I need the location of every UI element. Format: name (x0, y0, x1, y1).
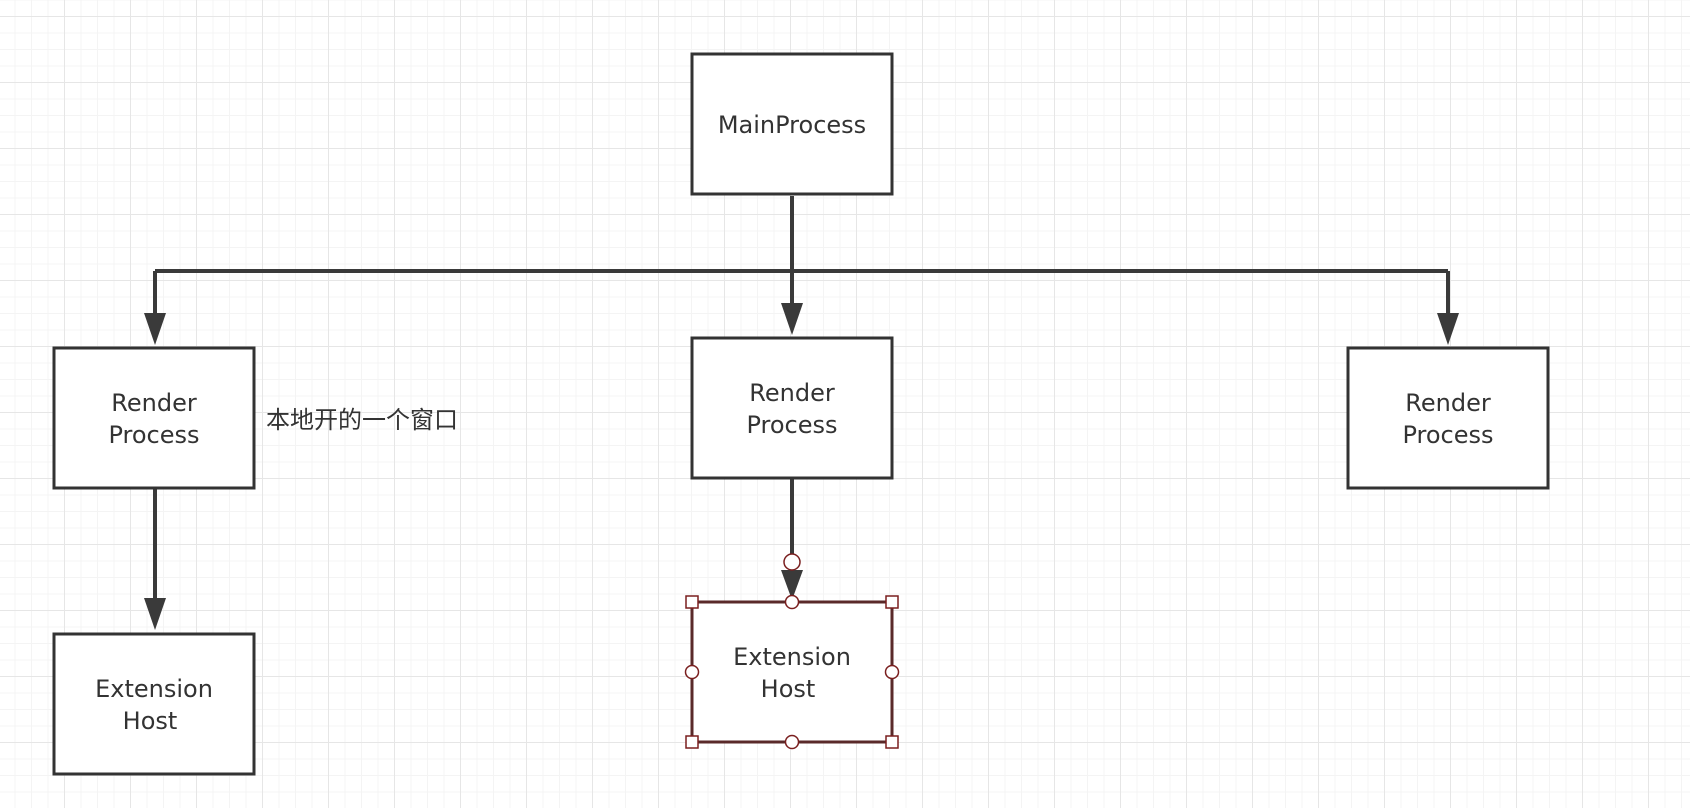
node-render-process-right-label-line2: Process (1402, 421, 1493, 449)
node-extension-host-left-label-line1: Extension (95, 675, 213, 703)
resize-handle-bottom-left[interactable] (685, 735, 699, 749)
arrowhead-render-right (1437, 313, 1459, 345)
annotation-local-window[interactable]: 本地开的一个窗口 (266, 406, 458, 434)
node-render-process-right[interactable]: Render Process (1346, 346, 1550, 490)
node-extension-host-center-label-line2: Host (761, 675, 816, 703)
arrowhead-ext-center (781, 570, 803, 600)
edge-endpoint-handle[interactable] (783, 553, 801, 571)
node-main-process[interactable]: MainProcess (690, 52, 894, 196)
selection-handles (684, 594, 900, 750)
node-render-process-right-label-line1: Render (1405, 389, 1491, 417)
arrowhead-render-left (144, 313, 166, 345)
node-render-process-left-label-line1: Render (111, 389, 197, 417)
node-extension-host-left-box[interactable] (52, 632, 256, 776)
node-extension-host-left[interactable]: Extension Host (52, 632, 256, 776)
node-extension-host-center-box[interactable] (690, 600, 894, 744)
anchor-handle-right[interactable] (884, 664, 900, 680)
node-extension-host-center-label-line1: Extension (733, 643, 851, 671)
arrowhead-render-center (781, 303, 803, 335)
anchor-handle-bottom[interactable] (784, 734, 800, 750)
node-render-process-left-label-line2: Process (108, 421, 199, 449)
node-render-process-right-box[interactable] (1346, 346, 1550, 490)
node-render-process-left-box[interactable] (52, 346, 256, 490)
resize-handle-top-left[interactable] (685, 595, 699, 609)
connectors (144, 196, 1459, 630)
anchor-handle-left[interactable] (684, 664, 700, 680)
node-main-process-box[interactable] (690, 52, 894, 196)
node-render-process-center-label-line1: Render (749, 379, 835, 407)
anchor-handle-top[interactable] (784, 594, 800, 610)
node-render-process-left[interactable]: Render Process (52, 346, 256, 490)
node-main-process-label: MainProcess (718, 111, 866, 139)
arrowhead-ext-left (144, 598, 166, 630)
node-extension-host-left-label-line2: Host (123, 707, 178, 735)
node-render-process-center[interactable]: Render Process (690, 336, 894, 480)
resize-handle-top-right[interactable] (885, 595, 899, 609)
resize-handle-bottom-right[interactable] (885, 735, 899, 749)
node-render-process-center-box[interactable] (690, 336, 894, 480)
node-extension-host-center[interactable]: Extension Host (684, 594, 900, 750)
node-render-process-center-label-line2: Process (746, 411, 837, 439)
